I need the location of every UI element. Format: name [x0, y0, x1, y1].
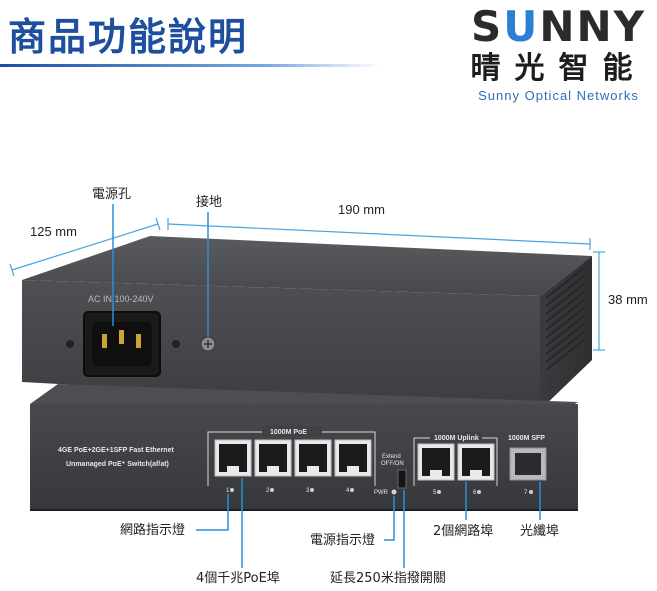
callout-extend-switch: 延長250米指撥開關	[330, 490, 446, 586]
title-underline	[0, 64, 380, 67]
power-socket-label: 電源孔	[92, 187, 131, 202]
brand-block: SUNNY 晴光智能 Sunny Optical Networks	[466, 4, 651, 104]
port-led	[477, 490, 481, 494]
uplink-group-frame: 1000M Uplink	[413, 432, 498, 486]
rj45-port-2	[254, 439, 292, 477]
callout-power-led: 電源指示燈	[310, 496, 395, 548]
extend-switch-label: 延長250米指撥開關	[330, 571, 446, 586]
port-led	[270, 488, 274, 492]
port-number: 1	[226, 488, 230, 494]
callout-ground: 接地	[196, 194, 222, 337]
extend-label-2: OFF/ON	[381, 461, 404, 467]
page-title: 商品功能說明	[8, 15, 249, 59]
power-socket	[83, 311, 161, 377]
screw-icon	[66, 340, 74, 348]
uplink-group-label: 1000M Uplink	[434, 435, 479, 442]
port-number: 5	[433, 490, 437, 496]
ground-label: 接地	[196, 194, 222, 210]
port-number: 2	[266, 488, 270, 494]
width-dimension: 190 mm	[167, 202, 591, 250]
extend-label-1: Extend	[382, 454, 401, 460]
brand-name-en: Sunny Optical Networks	[478, 88, 639, 103]
port-led	[529, 490, 533, 494]
depth-label: 125 mm	[30, 224, 77, 239]
model-line-2: Unmanaged PoE⁺ Switch(af/at)	[66, 461, 169, 468]
port-number: 3	[306, 488, 310, 494]
brand-logo-o: U	[503, 2, 540, 51]
width-label: 190 mm	[338, 202, 385, 217]
rj45-port-1	[214, 439, 252, 477]
power-rating: AC IN 100-240V	[88, 294, 154, 304]
port-led	[310, 488, 314, 492]
ground-screw-icon	[200, 336, 216, 352]
callout-power-socket: 電源孔	[92, 187, 131, 326]
sfp-group-label: 1000M SFP	[508, 435, 545, 442]
brand-logo: SUNNY	[470, 2, 647, 51]
extend-dip-switch	[397, 469, 407, 489]
pwr-label: PWR	[374, 490, 389, 496]
rj45-port-3	[294, 439, 332, 477]
port-led	[230, 488, 234, 492]
sfp-port	[509, 447, 547, 481]
rear-unit: AC IN 100-240V	[22, 236, 592, 410]
power-led-label: 電源指示燈	[310, 533, 375, 548]
rear-unit-top	[22, 236, 592, 296]
port-number: 4	[346, 488, 350, 494]
screw-icon	[172, 340, 180, 348]
port-number: 6	[473, 490, 477, 496]
rj45-port-6	[457, 443, 495, 481]
port-led	[350, 488, 354, 492]
port-number: 7	[524, 490, 528, 496]
rj45-port-5	[417, 443, 455, 481]
rj45-port-4	[334, 439, 372, 477]
port-led	[437, 490, 441, 494]
brand-name-cn: 晴光智能	[470, 51, 647, 86]
uplink-ports-label: 2個網路埠	[433, 523, 493, 539]
poe-group-label: 1000M PoE	[270, 429, 307, 436]
poe-group-frame: 1000M PoE	[207, 426, 376, 486]
fiber-port-label: 光纖埠	[520, 524, 559, 539]
callout-fiber-port: 光纖埠	[520, 482, 559, 539]
rear-unit-side	[540, 256, 592, 410]
power-led	[391, 489, 397, 495]
poe-ports-label: 4個千兆PoE埠	[196, 571, 280, 586]
height-dimension: 38 mm	[593, 251, 648, 351]
callout-port-led: 網路指示燈	[120, 494, 229, 538]
callout-poe-ports: 4個千兆PoE埠	[196, 478, 280, 586]
depth-dimension: 125 mm	[9, 217, 161, 277]
port-led-label: 網路指示燈	[120, 522, 185, 538]
callout-uplink-ports: 2個網路埠	[433, 482, 493, 539]
height-label: 38 mm	[608, 292, 648, 307]
side-vents	[545, 267, 585, 371]
front-unit: 4GE PoE+2GE+1SFP Fast Ethernet Unmanaged…	[30, 384, 578, 511]
model-line-1: 4GE PoE+2GE+1SFP Fast Ethernet	[58, 447, 174, 454]
